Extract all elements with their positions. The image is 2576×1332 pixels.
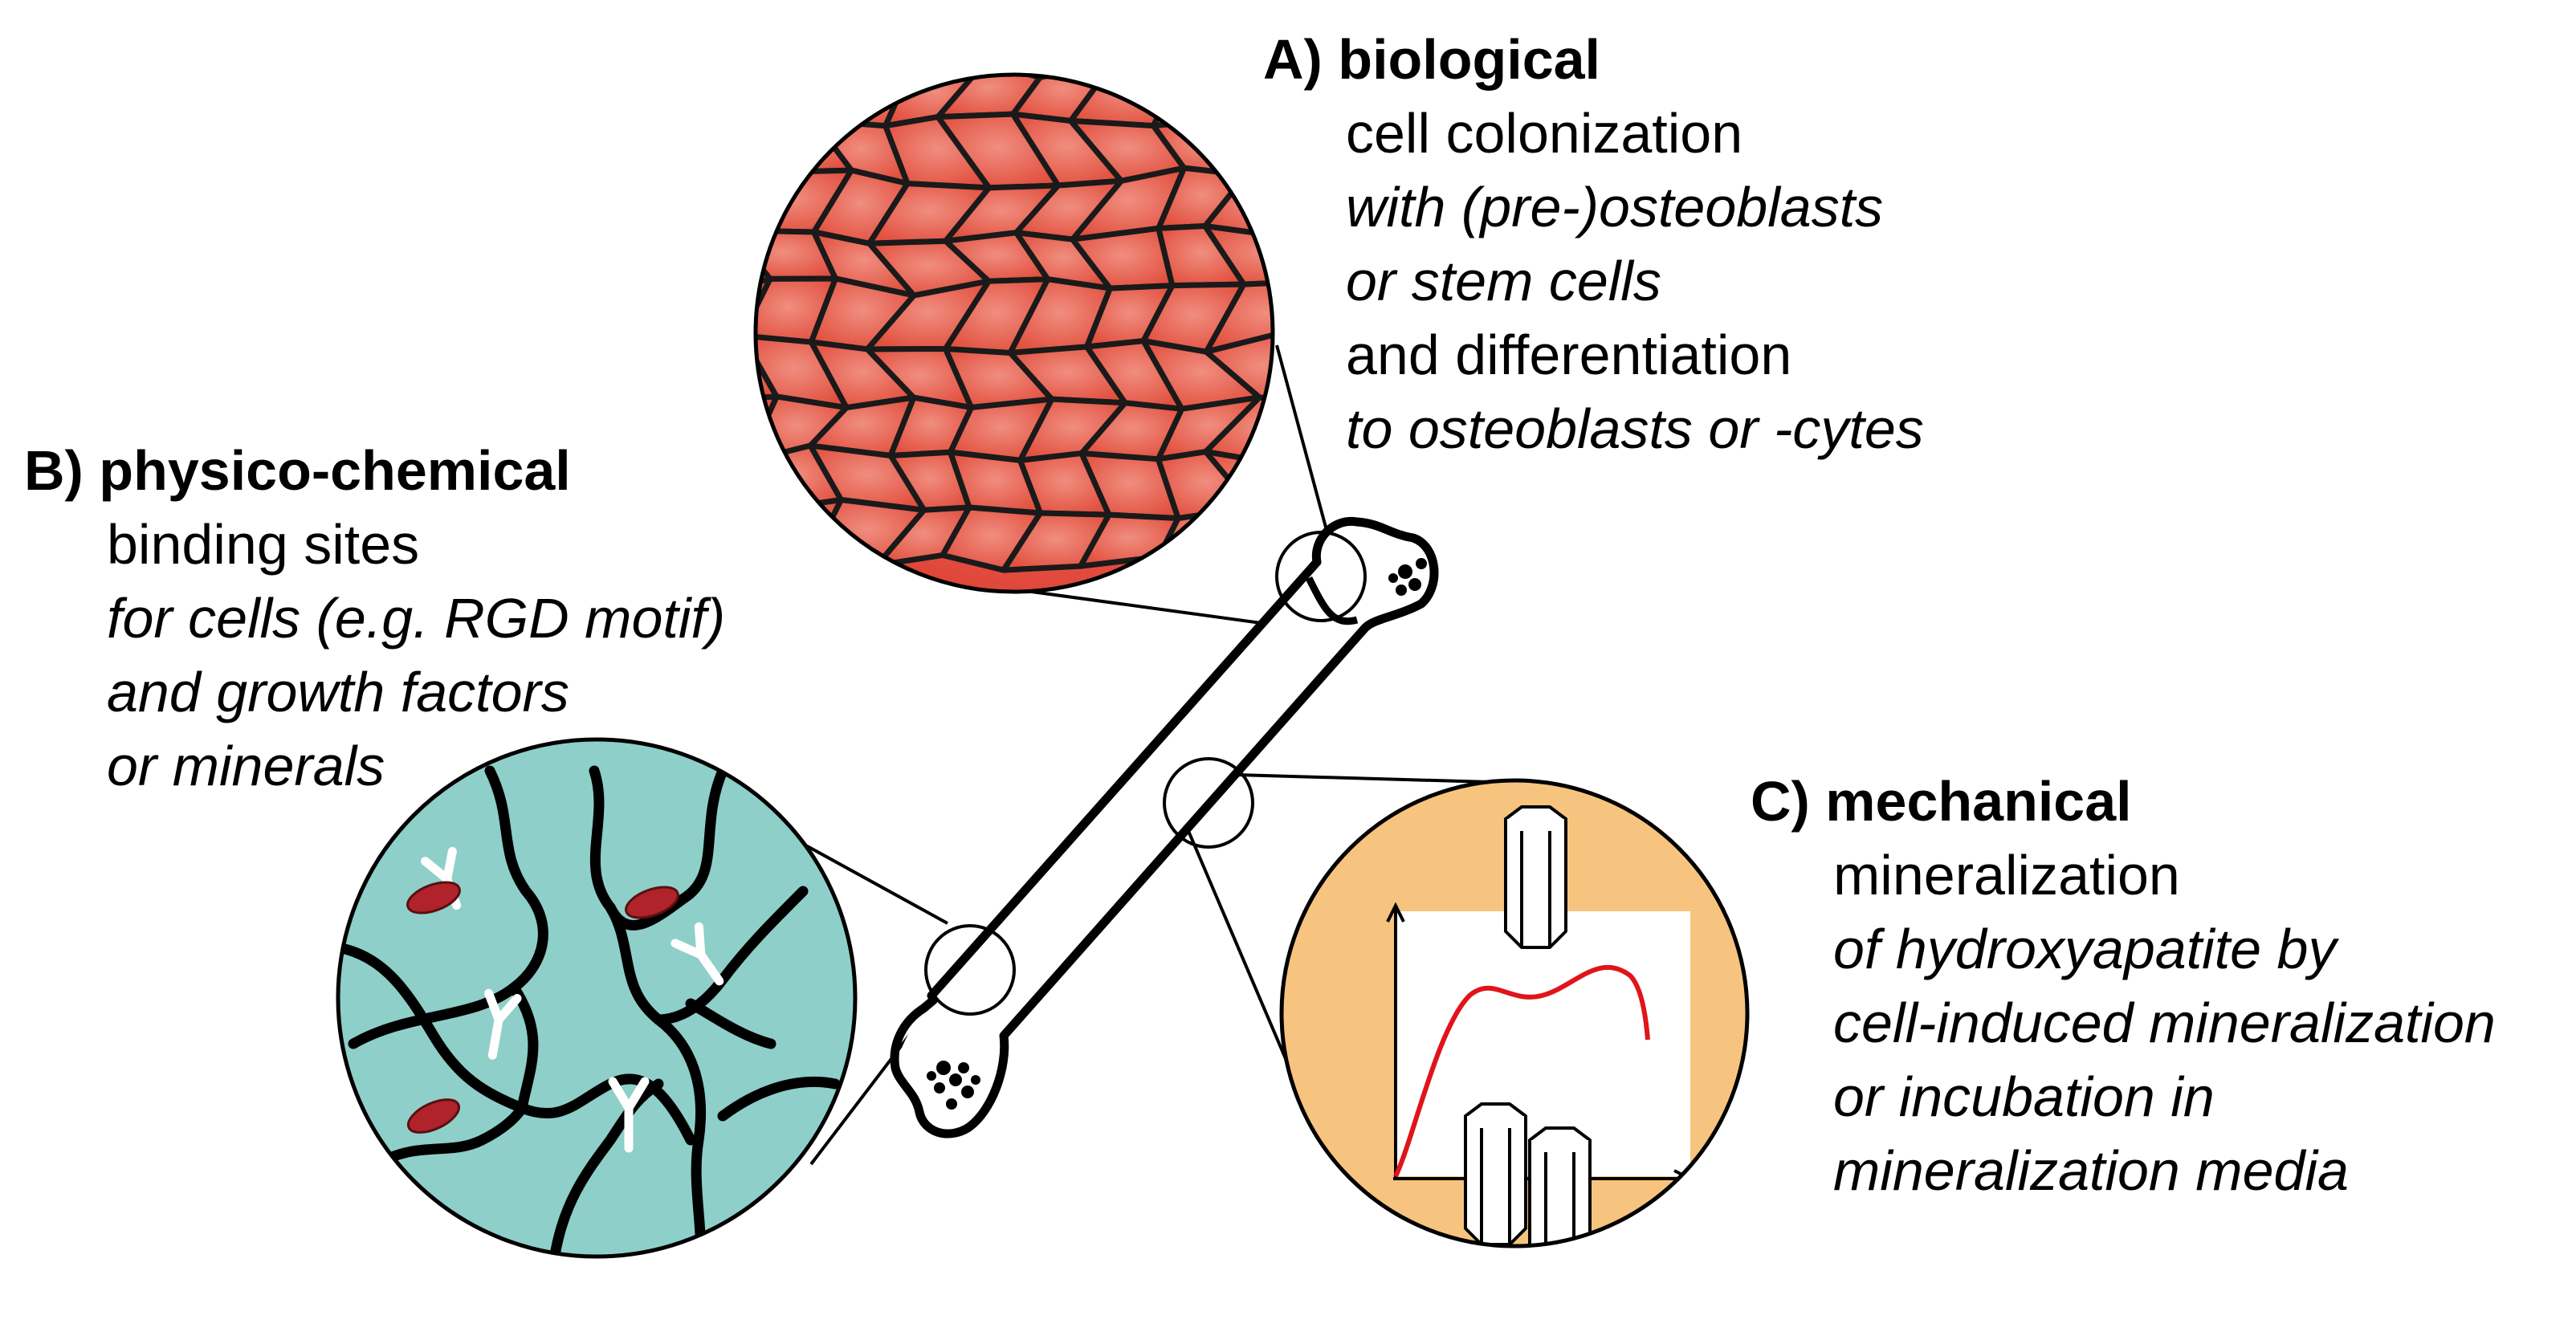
mechanical-mineralization-icon <box>1279 778 1750 1248</box>
physico-chemical-line: or minerals <box>107 735 385 797</box>
cell <box>756 75 860 124</box>
physico-chemical-line: for cells (e.g. RGD motif) <box>107 587 726 650</box>
heading-physico-chemical: B) physico-chemical <box>24 439 571 502</box>
cell <box>1067 75 1187 129</box>
section-biological: A) biological cell colonization with (pr… <box>1263 22 1924 466</box>
cell <box>756 75 772 134</box>
cell <box>946 75 1043 81</box>
biological-line: and differentiation <box>1346 324 1792 386</box>
cell-tissue-icon <box>735 3 1275 594</box>
mechanical-line: of hydroxyapatite by <box>1833 918 2337 980</box>
cell <box>1146 75 1245 76</box>
bone-icon <box>890 516 1439 1139</box>
cell <box>1203 332 1273 406</box>
biological-line: or stem cells <box>1346 250 1661 312</box>
section-mechanical: C) mechanical mineralization of hydroxya… <box>1751 764 2496 1208</box>
zoom-circle-a <box>1275 531 1367 622</box>
zoom-circle-c <box>1163 757 1254 849</box>
cell <box>1150 75 1245 129</box>
zoom-connector-lines <box>786 344 1518 1166</box>
hydroxyapatite-crystal-icon <box>1464 805 1592 1246</box>
biological-line: to osteoblasts or -cytes <box>1346 397 1924 460</box>
cell <box>756 114 776 180</box>
biological-line: cell colonization <box>1346 102 1743 165</box>
cell <box>1086 3 1184 63</box>
cell <box>756 169 776 246</box>
zoom-circle-b <box>924 924 1016 1016</box>
physico-chemical-line: and growth factors <box>107 661 569 723</box>
polymer-matrix-icon <box>336 737 858 1259</box>
heading-mechanical: C) mechanical <box>1751 770 2132 833</box>
cell <box>756 75 772 80</box>
cell <box>735 6 856 66</box>
mechanical-line: cell-induced mineralization <box>1833 992 2496 1054</box>
heading-biological: A) biological <box>1263 28 1600 91</box>
physico-chemical-line: binding sites <box>107 513 420 576</box>
cell <box>1006 75 1117 81</box>
cell <box>1211 500 1273 563</box>
cell <box>1203 278 1273 355</box>
mechanical-line: mineralization <box>1833 844 2180 906</box>
mechanical-line: or incubation in <box>1833 1065 2215 1128</box>
cell <box>869 10 984 69</box>
mineralization-curve-icon <box>1393 964 1650 1178</box>
section-physico-chemical: B) physico-chemical binding sites for ce… <box>24 434 725 803</box>
mechanical-line: mineralization media <box>1833 1139 2349 1202</box>
cell <box>810 12 911 68</box>
biological-line: with (pre-)osteoblasts <box>1346 176 1884 238</box>
cell <box>756 227 773 299</box>
